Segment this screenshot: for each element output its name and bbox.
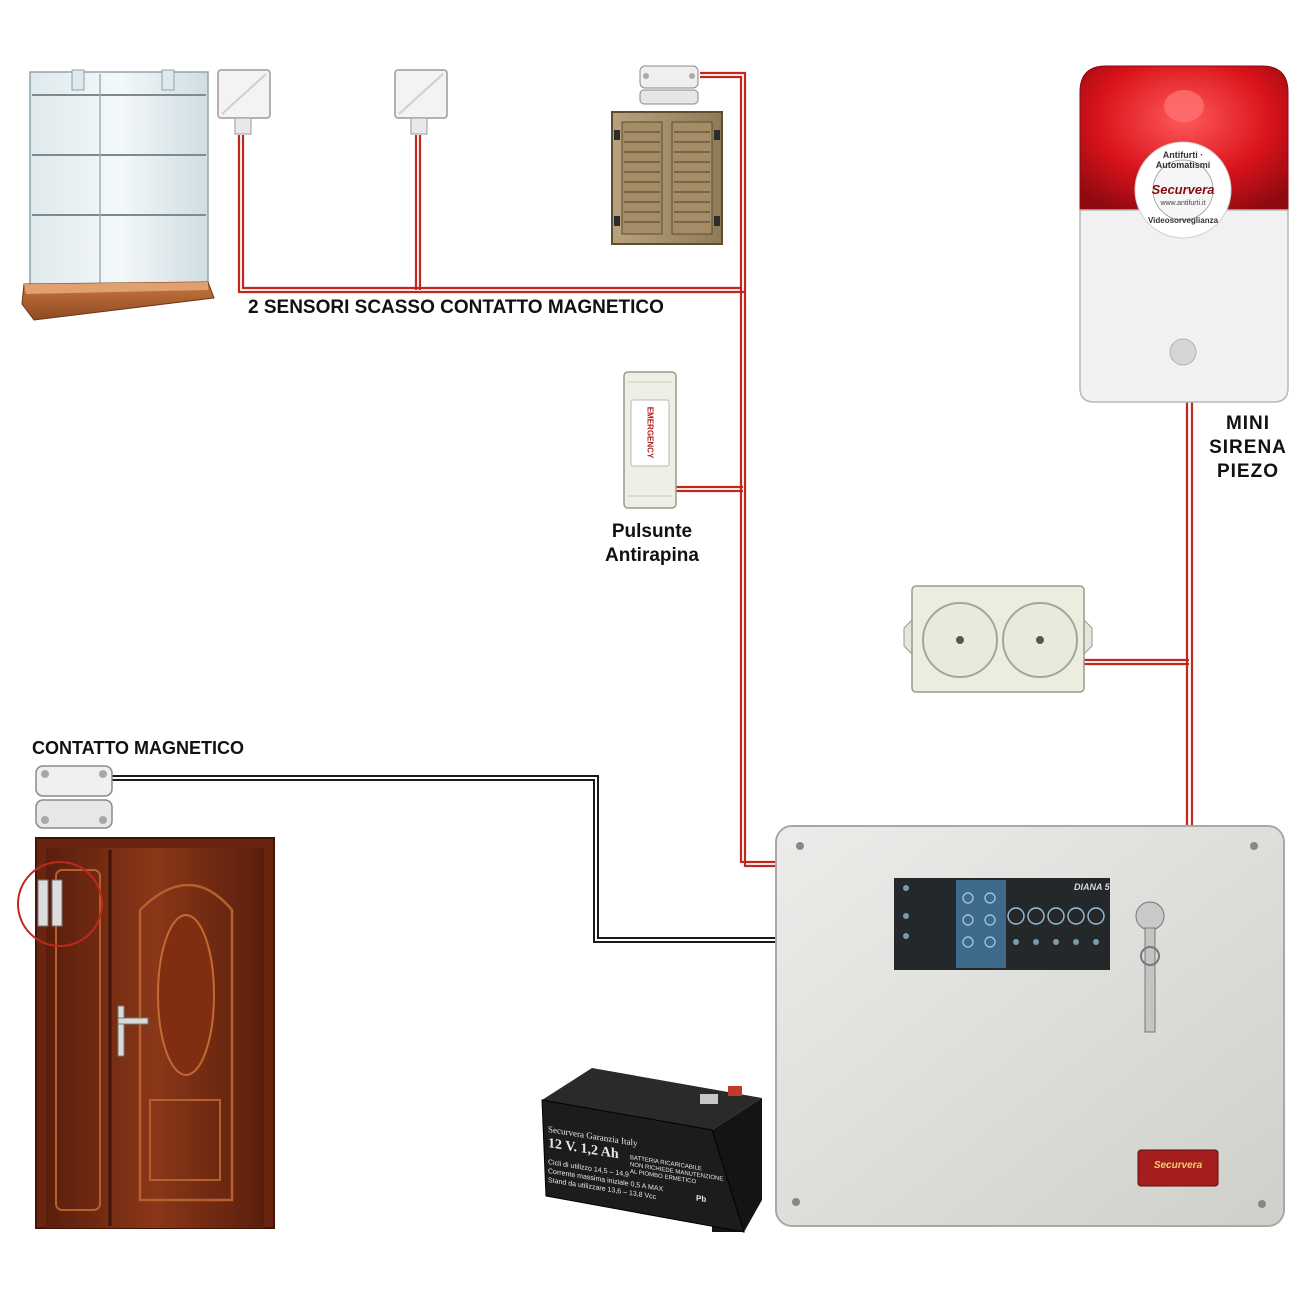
siren-label-line2: SIRENA [1209,437,1287,458]
siren-label-line3: PIEZO [1216,461,1279,482]
siren-logo-ring-bottom: Videosorveglianza [1147,216,1219,225]
panic-button-label: Pulsunte Antirapina [592,520,712,568]
panic-button-image [623,371,677,509]
panic-button-label-line2: Antirapina [605,545,699,566]
glass-showcase-image [21,69,215,321]
window-shutter-image [611,111,723,245]
control-panel-image [775,825,1285,1227]
siren-logo-url: www.antifurti.it [1160,200,1206,207]
siren-label: MINI SIRENA PIEZO [1196,412,1300,484]
door-image [17,837,275,1229]
siren-logo-ring-top: Antifurti · Automatismi [1155,150,1211,170]
battery-pb-mark: Pb [696,1193,707,1205]
wires [112,71,1194,943]
door-contact-sensor [35,765,113,829]
panel-model: DIANA 5 [1074,882,1110,892]
sensors-label: 2 SENSORI SCASSO CONTATTO MAGNETICO [248,297,664,318]
battery-image [541,1068,762,1233]
siren-image [1079,65,1289,403]
door-contact-label: CONTATTO MAGNETICO [32,738,244,758]
panic-button-label-line1: Pulsunte [611,521,693,542]
window-contact-sensor [639,65,699,105]
panic-button-text: EMERGENCY [645,406,655,459]
magnetic-sensor-2 [394,69,448,135]
magnetic-sensor-1 [217,69,271,135]
siren-logo-brand: Securvera [1151,182,1215,197]
panel-badge: Securvera [1153,1160,1203,1171]
siren-label-line1: MINI [1225,413,1271,434]
piezo-siren-image [903,585,1093,693]
